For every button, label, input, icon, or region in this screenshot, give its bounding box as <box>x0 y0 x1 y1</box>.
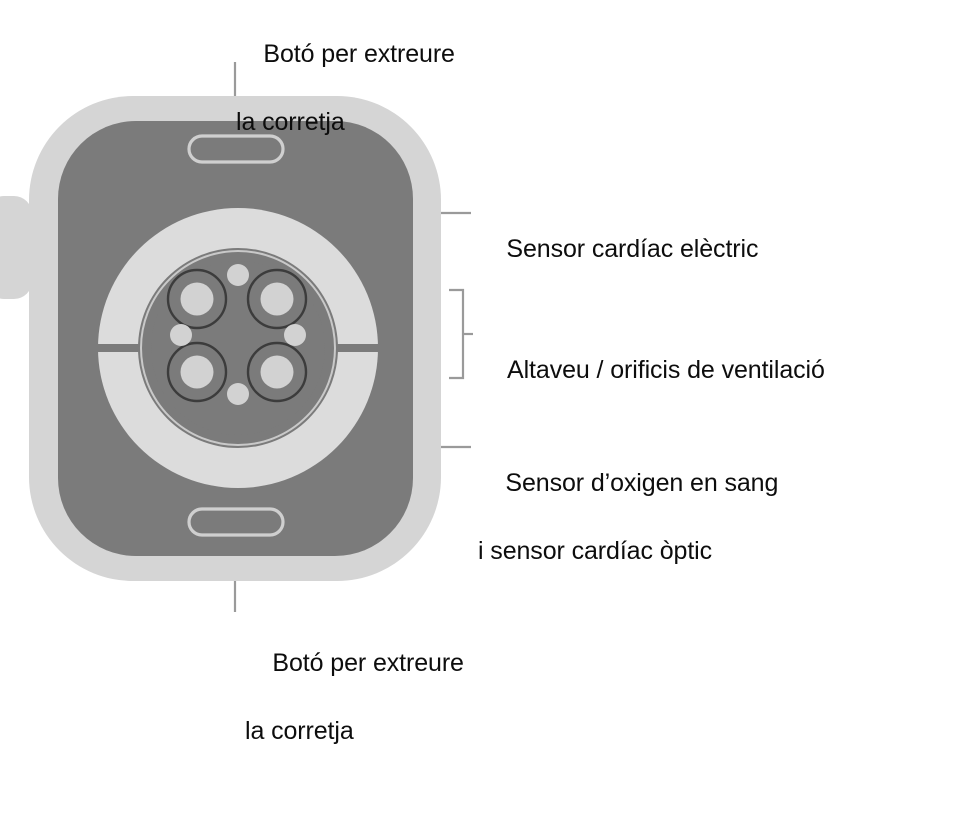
small-sensor-left <box>170 324 192 346</box>
callout-blood-oxygen-sensor-line1: Sensor d’oxigen en sang <box>505 469 779 497</box>
callout-band-release-bottom: Botó per extreure la corretja <box>245 612 464 816</box>
watch-body <box>0 96 441 581</box>
callout-band-release-top-line1: Botó per extreure <box>263 40 455 68</box>
optical-sensor-cluster <box>151 261 325 435</box>
callout-band-release-bottom-line2: la corretja <box>245 717 354 745</box>
large-sensor-bottom-right <box>246 341 308 403</box>
callout-band-release-top-line2: la corretja <box>236 108 345 136</box>
sensor-ring-gap-left <box>92 344 158 352</box>
band-release-button-top[interactable] <box>187 134 285 164</box>
small-sensor-top <box>227 264 249 286</box>
bracket-outline <box>449 288 465 380</box>
callout-speaker-vents: Altaveu / orificis de ventilació <box>481 319 825 421</box>
callout-electrical-heart-sensor: Sensor cardíac elèctric <box>479 198 758 300</box>
watch-back-diagram: Botó per extreure la corretja Sensor car… <box>0 3 825 745</box>
callout-band-release-top: Botó per extreure la corretja <box>236 3 455 207</box>
callout-electrical-heart-sensor-line1: Sensor cardíac elèctric <box>506 235 759 263</box>
watch-diagram-svg <box>0 62 473 612</box>
sensor-cluster-base <box>151 261 325 435</box>
leader-speaker-bracket <box>449 288 473 380</box>
callout-speaker-vents-line1: Altaveu / orificis de ventilació <box>507 356 825 384</box>
sensor-ring-gap-right <box>318 344 384 352</box>
large-sensor-bottom-left <box>166 341 228 403</box>
callout-blood-oxygen-sensor: Sensor d’oxigen en sang i sensor cardíac… <box>478 432 778 636</box>
digital-crown <box>0 196 32 299</box>
large-sensor-top-left <box>166 268 228 330</box>
callout-band-release-bottom-line1: Botó per extreure <box>272 649 464 677</box>
callout-blood-oxygen-sensor-line2: i sensor cardíac òptic <box>478 537 713 565</box>
sensor-ring-hairline <box>140 250 336 446</box>
band-release-button-bottom[interactable] <box>187 507 285 537</box>
small-sensor-right <box>284 324 306 346</box>
small-sensor-bottom <box>227 383 249 405</box>
large-sensor-top-right <box>246 268 308 330</box>
